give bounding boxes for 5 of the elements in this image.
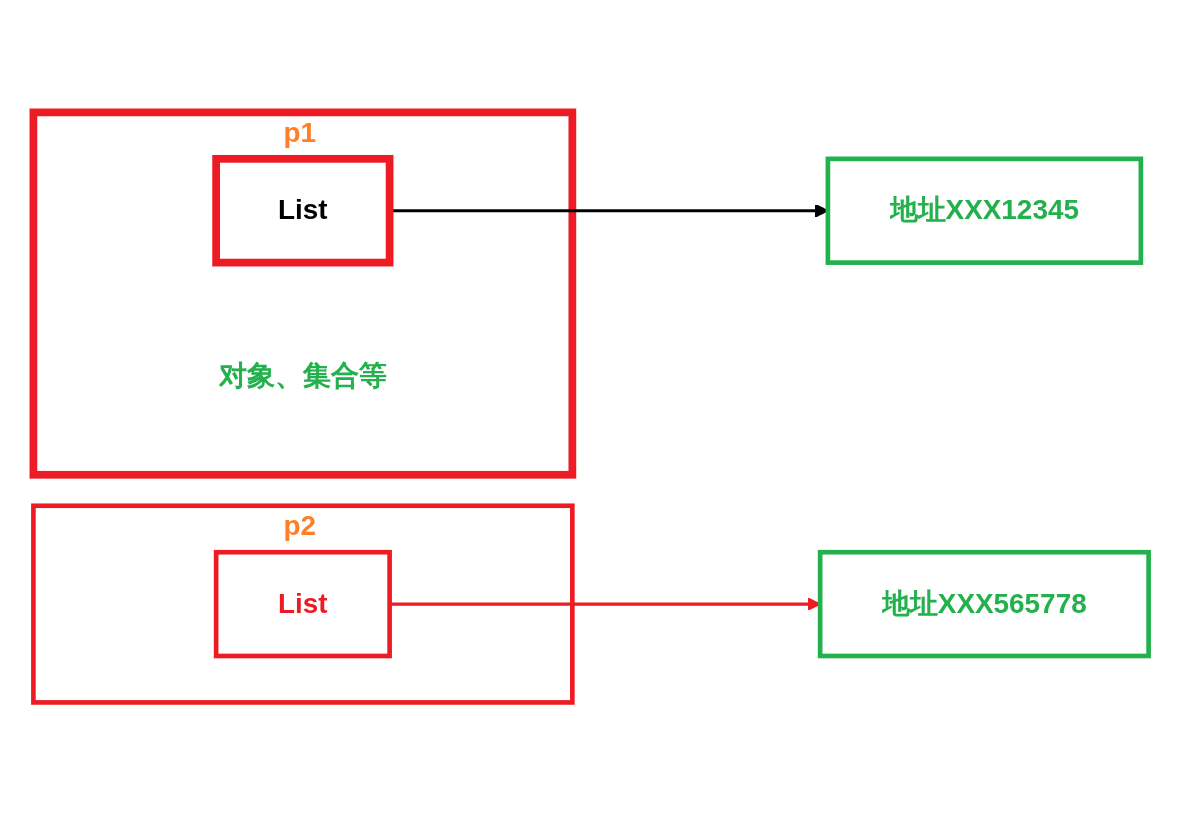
node-box: 地址XXX565778 [817, 549, 1151, 658]
node-label: 对象、集合等 [219, 359, 387, 391]
node-box: 地址XXX12345 [825, 156, 1144, 265]
node-box: List [213, 549, 392, 658]
node-box: List [212, 154, 394, 267]
